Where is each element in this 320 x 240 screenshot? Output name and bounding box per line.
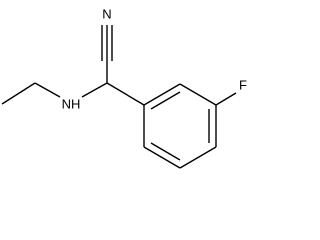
- bond-alpha-carbon-ring: [106, 82, 145, 106]
- chemical-structure-diagram: N NH F: [1, 7, 247, 169]
- bond-ring-fluorine: [215, 92, 237, 106]
- bond-ethyl-ch2-ch3: [1, 82, 36, 105]
- benzene-ring: [143, 83, 217, 169]
- bond-amine-ethyl-ch2: [34, 82, 61, 98]
- nitrile-nitrogen-label: N: [102, 7, 111, 22]
- amine-nh-label: NH: [62, 97, 81, 112]
- nitrile-triple-bond: [101, 25, 113, 62]
- bond-alpha-carbon-amine: [81, 82, 108, 98]
- fluorine-label: F: [239, 78, 247, 93]
